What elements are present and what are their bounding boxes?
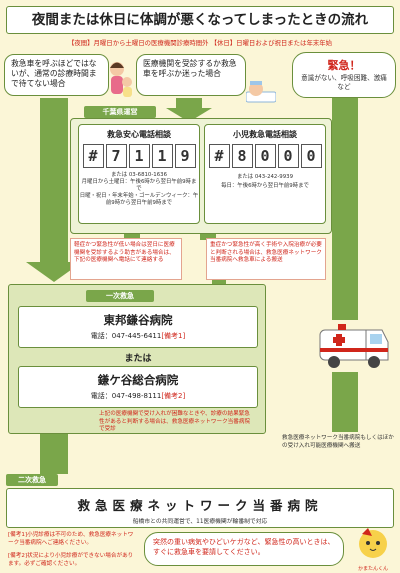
illustration-sick-person (245, 78, 277, 104)
child-line-number[interactable]: # 8 0 0 0 (205, 144, 325, 168)
arrow-unsure (176, 98, 202, 110)
digit: 1 (128, 144, 150, 168)
urgent-title: 緊急！ (327, 59, 361, 72)
arrow-primary-down (40, 434, 68, 474)
digit: 0 (277, 144, 299, 168)
child-alt-tel[interactable]: または 043-242-9939 (236, 174, 294, 180)
page-title: 夜間または休日に体調が悪くなってしまったときの流れ (6, 6, 394, 34)
digit: # (82, 144, 104, 168)
hospital-1-name: 東邦鎌谷病院 (103, 313, 173, 327)
child-line-title: 小児救急電話相談 (233, 130, 297, 139)
primary-label: 一次救急 (86, 290, 154, 302)
child-hours: 毎日：午後6時から翌日午前9時まで (221, 183, 309, 189)
adult-alt-tel[interactable]: または 03-6810-1636 (110, 172, 168, 178)
digit: 1 (151, 144, 173, 168)
hospital-1-card[interactable]: 東邦鎌谷病院 電話：047-445-6411[備考1] (18, 306, 258, 348)
or-text: または (124, 354, 152, 364)
page-subtitle: 【夜間】月曜日から土曜日の医療機関診療時間外 【休日】日曜日および祝日または年末… (67, 39, 333, 47)
stage-can-wait: 救急車を呼ぶほどではないが、通常の診療時間まで待てない場合 (4, 54, 109, 96)
digit: 0 (254, 144, 276, 168)
mascot-icon: かまたんくん (350, 528, 396, 572)
stage-unsure: 医療機関を受診するか救急車を呼ぶか迷った場合 (136, 54, 246, 96)
digit: 7 (105, 144, 127, 168)
secondary-label: 二次救急 (6, 474, 58, 486)
ambulance-transport-note: 救急医療ネットワーク当番病院もしくはほかの受け入れ可能医療機関へ搬送 (282, 435, 394, 449)
arrow-ambulance (332, 372, 358, 432)
mascot-name: かまたんくん (357, 566, 388, 572)
hospital-2-tel[interactable]: 電話：047-498-8111[備考2] (90, 392, 186, 400)
network-title: 救急医療ネットワーク当番病院 (77, 498, 323, 513)
hospital-2-name: 鎌ケ谷総合病院 (97, 373, 179, 387)
footnote-2: [備考2]状況により小児診療ができない場合があります。必ずご確認ください。 (8, 553, 134, 567)
adult-phone-card: 救急安心電話相談 # 7 1 1 9 または 03-6810-1636 月曜日か… (78, 124, 200, 224)
hospital-1-note-ref: [備考1] (161, 332, 186, 340)
digit: 8 (231, 144, 253, 168)
arrow-child-down (200, 234, 216, 240)
arrow-urgent (332, 98, 358, 320)
urgent-body: 意識がない、呼吸困難、激痛など (301, 74, 387, 91)
footnote-1: [備考1]小児診療は不可のため、救急医療ネットワーク当番病院へご連絡ください。 (8, 532, 134, 546)
adult-advice-note: 軽症かつ緊急性が低い場合は翌日に医療機関を受診するよう助言がある場合は、下記の医… (70, 238, 182, 280)
network-hospital-card[interactable]: 救急医療ネットワーク当番病院 船橋市との共同運営で、11医療機関が輪番制で対応 (6, 488, 394, 528)
adult-line-title: 救急安心電話相談 (107, 130, 171, 139)
network-subtitle: 船橋市との共同運営で、11医療機関が輪番制で対応 (132, 519, 268, 525)
adult-hours-weekday: 月曜日から土曜日：午後6時から翌日午前9時まで (81, 179, 197, 192)
adult-hours-holiday: 日曜・祝日・年末年始・ゴールデンウィーク：午前9時から翌日午前9時まで (79, 193, 199, 206)
adult-line-number[interactable]: # 7 1 1 9 (79, 144, 199, 168)
arrow-can-wait (40, 98, 68, 266)
arrow-can-wait-head (26, 262, 82, 282)
operator-label: 千葉県運営 (84, 106, 156, 118)
arrow-adult-down (124, 234, 140, 240)
child-phone-card: 小児救急電話相談 # 8 0 0 0 または 043-242-9939 毎日：午… (204, 124, 326, 224)
hospital-2-note-ref: [備考2] (161, 392, 186, 400)
child-advice-note: 重症かつ緊急性が高く手術や入院治療が必要と判断される場合は、救急医療ネットワーク… (206, 238, 326, 280)
digit: 9 (174, 144, 196, 168)
digit: # (208, 144, 230, 168)
ambulance-icon (318, 316, 392, 372)
digit: 0 (300, 144, 322, 168)
hospital-1-tel[interactable]: 電話：047-445-6411[備考1] (90, 332, 186, 340)
primary-referral-note: 上記の医療機関で受け入れが困難なときや、診療の結果緊急性があると判断する場合は、… (99, 411, 251, 432)
stage-urgent: 緊急！ 意識がない、呼吸困難、激痛など (292, 52, 396, 98)
emergency-call-bubble: 突然の重い病気やひどいケガなど、緊急性の高いときは、すぐに救急車を要請してくださ… (144, 532, 344, 566)
illustration-parent-child (108, 60, 134, 100)
hospital-2-card[interactable]: 鎌ケ谷総合病院 電話：047-498-8111[備考2] (18, 366, 258, 408)
